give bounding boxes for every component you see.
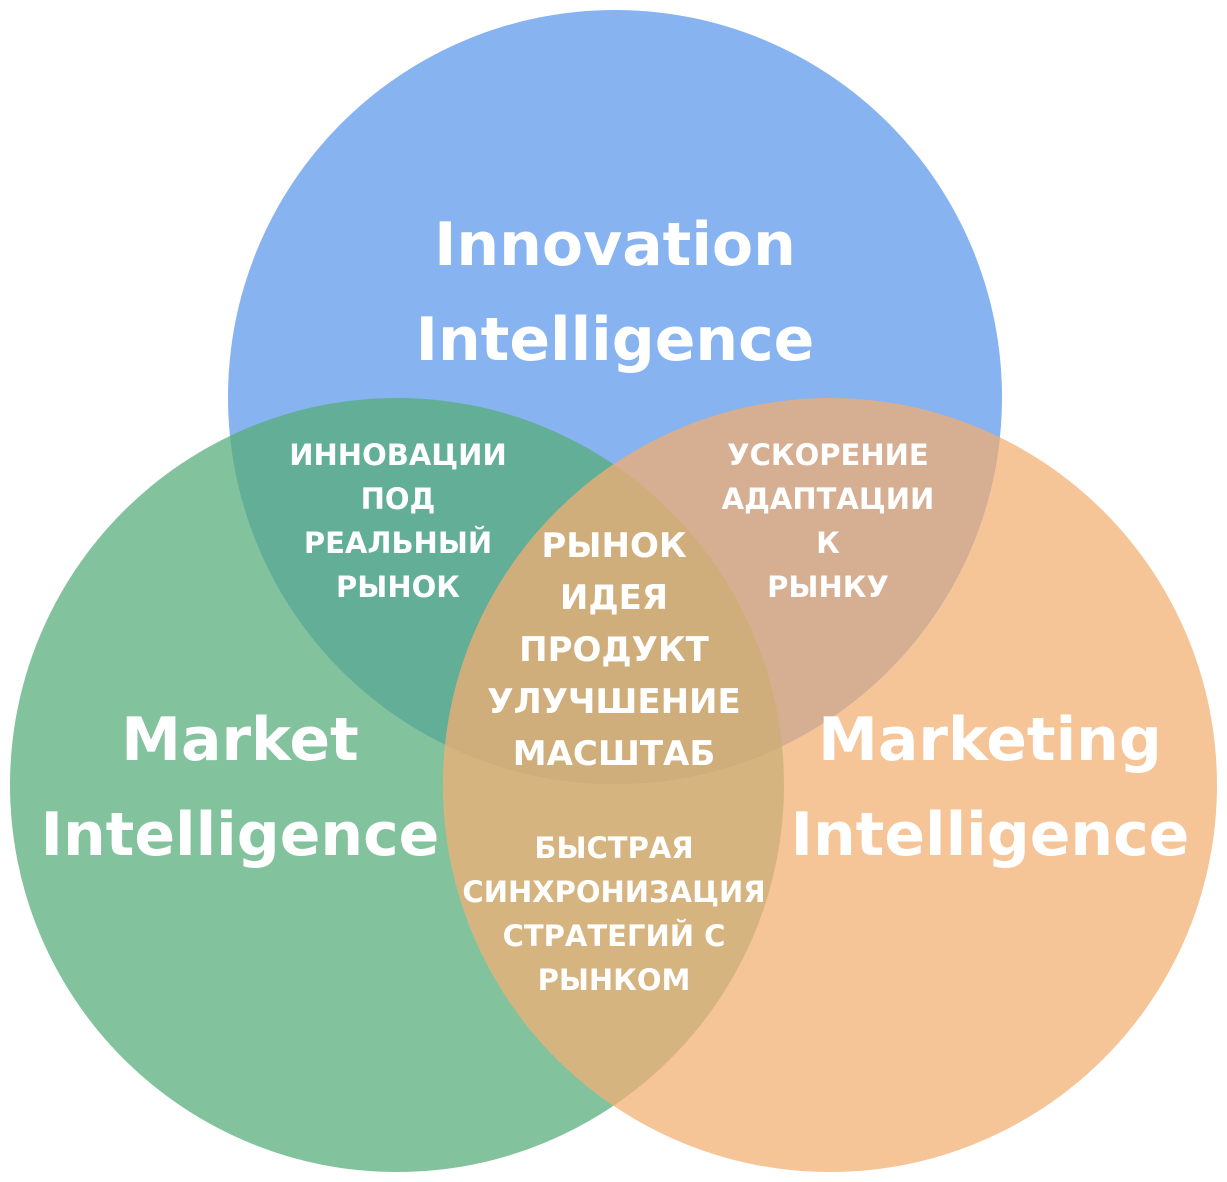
marketing-title: Marketing [818, 705, 1162, 775]
overlap-label: РЫНОК [336, 570, 460, 604]
overlap-label: К [816, 526, 840, 560]
overlap-label: БЫСТРАЯ [534, 831, 693, 865]
market-title: Market [121, 705, 358, 775]
core-label: УЛУЧШЕНИЕ [487, 682, 741, 722]
market-subtitle: Intelligence [41, 800, 440, 870]
overlap-label: РЫНКОМ [538, 963, 691, 997]
core-label: РЫНОК [541, 526, 687, 566]
all-three-overlap [443, 398, 784, 784]
overlap-label: ИННОВАЦИИ [289, 438, 506, 472]
overlap-label: ПОД [361, 482, 436, 516]
overlap-label: УСКОРЕНИЕ [727, 438, 928, 472]
core-label: ПРОДУКТ [519, 630, 710, 670]
innovation-title: Innovation [434, 210, 796, 280]
overlap-label: РЕАЛЬНЫЙ [304, 526, 492, 560]
marketing-subtitle: Intelligence [791, 800, 1190, 870]
overlap-label: АДАПТАЦИИ [722, 482, 935, 516]
overlap-label: СТРАТЕГИЙ С [503, 919, 726, 953]
innovation-subtitle: Intelligence [416, 305, 815, 375]
core-label: МАСШТАБ [513, 734, 716, 774]
core-label: ИДЕЯ [560, 578, 668, 618]
overlap-label: СИНХРОНИЗАЦИЯ [462, 875, 765, 909]
overlap-label: РЫНКУ [767, 570, 889, 604]
